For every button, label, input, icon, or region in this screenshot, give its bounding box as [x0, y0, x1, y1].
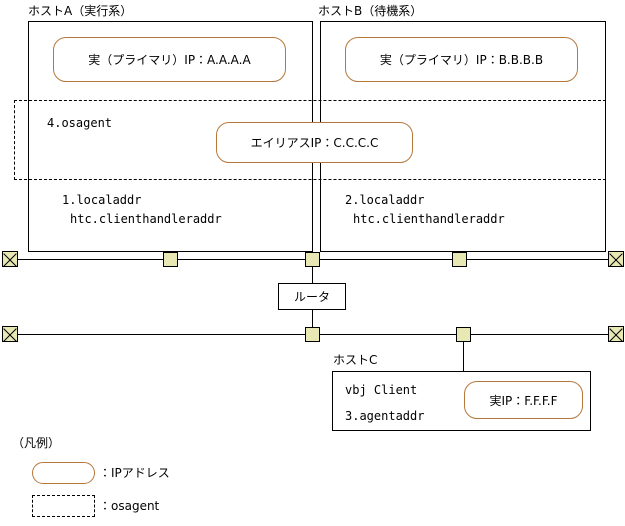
host-c-addr-line1: 3.agentaddr [345, 409, 425, 423]
upper-bus-node-host-b [452, 252, 467, 267]
router-box: ルータ [278, 283, 346, 310]
host-a-primary-ip-box: 実（プライマリ）IP：A.A.A.A [53, 37, 286, 82]
upper-bus-node-host-a [163, 252, 178, 267]
host-a-addr-line1: 1.localaddr [62, 193, 142, 207]
upper-bus-right-terminator [608, 251, 624, 267]
lower-bus-node-router [305, 327, 320, 342]
router-uplink [312, 266, 313, 284]
upper-bus-left-terminator [2, 251, 18, 267]
upper-bus-node-router [305, 252, 320, 267]
host-c-caption: ホストC [333, 353, 378, 367]
legend-ip-address-swatch [32, 462, 95, 484]
host-b-primary-ip-label: 実（プライマリ）IP：B.B.B.B [379, 53, 544, 67]
router-downlink [312, 310, 313, 328]
host-c-real-ip-label: 実IP：F.F.F.F [489, 393, 558, 408]
lower-bus-node-host-c [456, 327, 471, 342]
host-a-addr-line2: htc.clienthandleraddr [70, 212, 222, 226]
host-b-primary-ip-box: 実（プライマリ）IP：B.B.B.B [345, 37, 578, 82]
host-a-primary-ip-label: 実（プライマリ）IP：A.A.A.A [88, 53, 251, 67]
host-b-addr-line2: htc.clienthandleraddr [353, 212, 505, 226]
lower-bus-left-terminator [2, 326, 18, 342]
lower-bus-right-terminator [608, 326, 624, 342]
alias-ip-label: エイリアスIP：C.C.C.C [250, 136, 379, 150]
legend-title: （凡例） [12, 436, 61, 450]
osagent-region-box [14, 100, 606, 180]
legend-osagent-label: ：osagent [99, 499, 160, 513]
router-label: ルータ [293, 290, 330, 304]
legend-osagent-swatch [32, 495, 95, 517]
host-c-box [332, 371, 591, 431]
host-b-caption: ホストB（待機系） [318, 4, 423, 18]
host-a-osagent-label: 4.osagent [47, 116, 113, 130]
alias-ip-box: エイリアスIP：C.C.C.C [216, 122, 413, 163]
host-b-addr-line1: 2.localaddr [345, 193, 425, 207]
host-a-caption: ホストA（実行系） [28, 4, 133, 18]
host-c-network-drop [463, 341, 464, 371]
host-c-client-label: vbj Client [345, 383, 418, 397]
legend-ip-address-label: ：IPアドレス [99, 466, 170, 480]
host-c-real-ip-box: 実IP：F.F.F.F [464, 381, 583, 419]
